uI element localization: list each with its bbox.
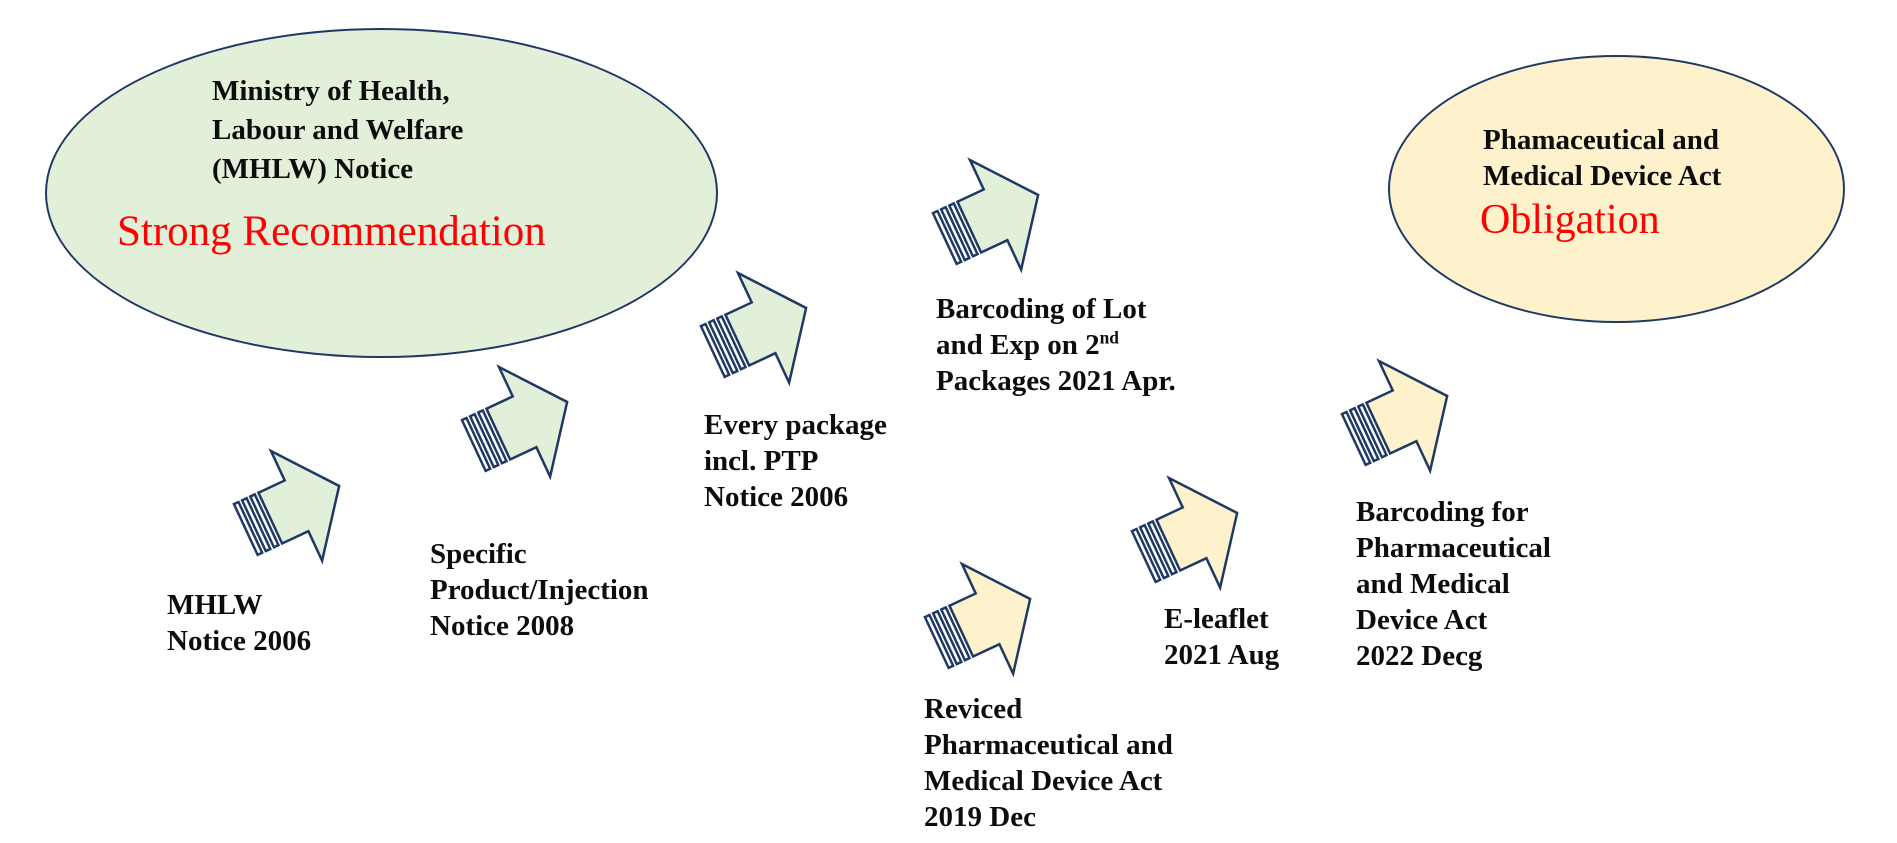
striped-arrow-icon-specific-product — [446, 345, 594, 502]
label-every-package-ptp: Every package incl. PTP Notice 2006 — [704, 407, 887, 515]
label-line: 2022 Decg — [1356, 640, 1483, 672]
label-specific-product-injection: Specific Product/Injection Notice 2008 — [430, 536, 649, 644]
label-line: Barcoding of Lot — [936, 293, 1147, 325]
label-line: Reviced — [924, 693, 1023, 725]
label-line: 2021 Aug — [1164, 639, 1280, 671]
label-mhlw-notice-2006: MHLW Notice 2006 — [167, 587, 311, 659]
label-line: Pharmaceutical and — [924, 729, 1173, 761]
label-e-leaflet: E-leaflet 2021 Aug — [1164, 601, 1279, 673]
label-line-text: and Exp on 2 — [936, 329, 1100, 361]
label-line: Notice 2006 — [167, 625, 312, 657]
label-line: Notice 2006 — [704, 481, 849, 513]
striped-arrow-icon-every-package — [685, 251, 833, 408]
label-line: Specific — [430, 538, 527, 570]
striped-arrow-icon-mhlw-notice-2006 — [218, 429, 366, 586]
striped-arrow-icon-e-leaflet — [1116, 456, 1264, 613]
striped-arrow-icon-barcoding-pmd-act — [1326, 339, 1474, 496]
label-line: Packages 2021 Apr. — [936, 365, 1176, 397]
ordinal-superscript: nd — [1099, 327, 1119, 348]
mhlw-ellipse-title: Ministry of Health, Labour and Welfare (… — [212, 72, 463, 189]
strong-recommendation-text: Strong Recommendation — [117, 208, 546, 255]
mhlw-ellipse-title-line1: Ministry of Health, — [212, 75, 450, 107]
label-line: E-leaflet — [1164, 603, 1269, 635]
label-line: 2019 Dec — [924, 801, 1036, 833]
label-line: incl. PTP — [704, 445, 819, 477]
obligation-text: Obligation — [1480, 197, 1660, 243]
pmda-ellipse-title: Phamaceutical and Medical Device Act — [1483, 122, 1721, 194]
label-line: Product/Injection — [430, 574, 649, 606]
pmda-ellipse-title-line2: Medical Device Act — [1483, 160, 1722, 192]
label-barcoding-pmd-act: Barcoding for Pharmaceutical and Medical… — [1356, 494, 1551, 674]
label-line: and Exp on 2nd — [936, 327, 1176, 363]
label-line: Every package — [704, 409, 887, 441]
pmda-act-ellipse — [1388, 55, 1845, 323]
mhlw-ellipse-title-line2: Labour and Welfare — [212, 114, 464, 146]
label-line: Medical Device Act — [924, 765, 1163, 797]
label-reviced-pmd-act: Reviced Pharmaceutical and Medical Devic… — [924, 691, 1173, 835]
label-line: and Medical — [1356, 568, 1510, 600]
label-line: Device Act — [1356, 604, 1488, 636]
label-barcoding-lot-exp: Barcoding of Lot and Exp on 2nd Packages… — [936, 291, 1176, 399]
label-line: MHLW — [167, 589, 263, 621]
label-line: Notice 2008 — [430, 610, 575, 642]
pmda-ellipse-title-line1: Phamaceutical and — [1483, 124, 1720, 156]
mhlw-ellipse-title-line3: (MHLW) Notice — [212, 153, 414, 185]
striped-arrow-icon-barcoding-lot-exp — [917, 138, 1065, 295]
label-line: Barcoding for — [1356, 496, 1529, 528]
mhlw-notice-ellipse — [45, 28, 718, 358]
label-line: Pharmaceutical — [1356, 532, 1551, 564]
striped-arrow-icon-reviced-pmd-act — [909, 542, 1057, 699]
